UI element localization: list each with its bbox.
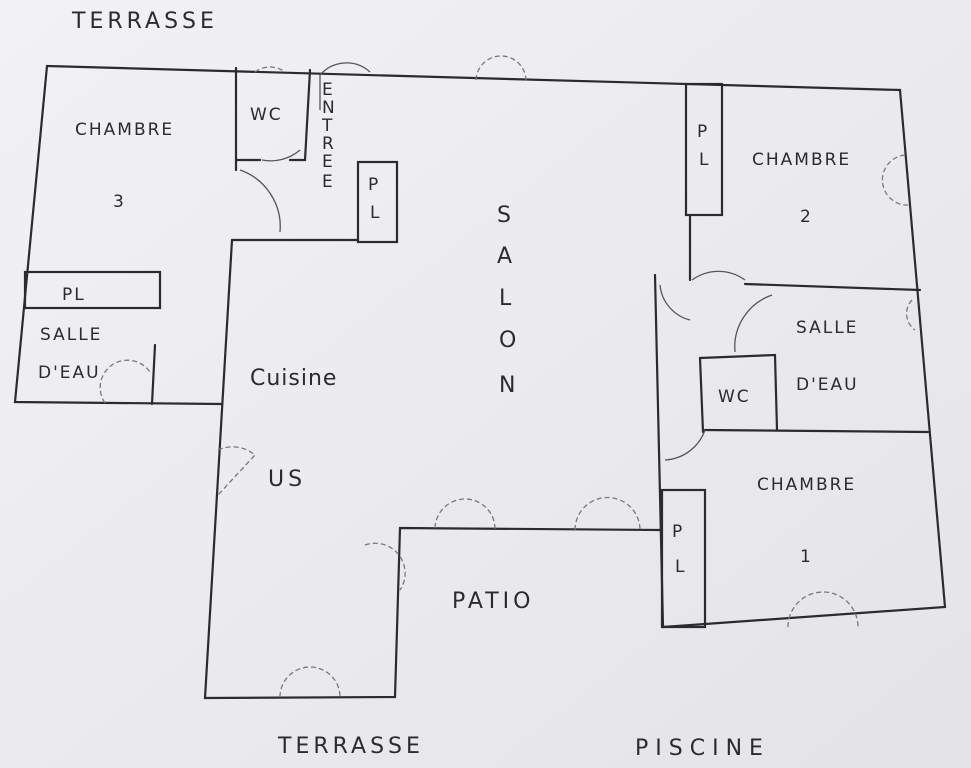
label-chambre-2-number: 2 — [800, 207, 813, 227]
label-salle-eau-right-2: D'EAU — [796, 375, 859, 395]
label-pl-chambre2-l: L — [699, 150, 710, 170]
label-piscine: PISCINE — [635, 736, 770, 761]
label-wc-top: WC — [250, 105, 283, 125]
label-pl-salle-eau: PL — [62, 285, 86, 305]
letter: R — [322, 134, 336, 154]
letter: T — [321, 116, 334, 136]
letter: N — [499, 373, 519, 398]
letter: E — [322, 152, 335, 172]
doors — [99, 55, 916, 698]
label-terrasse-top: TERRASSE — [71, 9, 218, 34]
label-pl-chambre1-l: L — [675, 557, 686, 577]
label-salle-eau-right-1: SALLE — [796, 318, 858, 338]
label-salon: S A L O N — [497, 203, 520, 398]
label-patio: PATIO — [452, 589, 534, 614]
labels: TERRASSE CHAMBRE 3 WC E N T R E E P L S … — [38, 9, 859, 761]
label-chambre-3: CHAMBRE — [75, 120, 174, 140]
letter: E — [322, 172, 335, 192]
letter: A — [497, 244, 516, 269]
label-salle-eau-left-2: D'EAU — [38, 363, 101, 383]
label-pl-chambre1-p: P — [672, 522, 684, 542]
letter: N — [322, 98, 337, 118]
label-chambre-1-number: 1 — [800, 547, 813, 567]
label-pl-entree-p: P — [368, 175, 380, 195]
letter: L — [499, 286, 515, 311]
label-cuisine: Cuisine — [250, 366, 337, 391]
label-chambre-1: CHAMBRE — [757, 475, 856, 495]
letter: S — [497, 203, 515, 228]
label-wc-right: WC — [718, 387, 751, 407]
label-chambre-2: CHAMBRE — [752, 150, 851, 170]
label-pl-entree-l: L — [370, 203, 381, 223]
label-entree: E N T R E E — [321, 80, 337, 192]
letter: E — [322, 80, 335, 100]
label-pl-chambre2-p: P — [697, 122, 709, 142]
label-chambre-3-number: 3 — [113, 192, 126, 212]
label-us: US — [268, 467, 306, 492]
walls — [13, 64, 947, 700]
label-salle-eau-left-1: SALLE — [40, 325, 102, 345]
label-terrasse-bottom: TERRASSE — [277, 734, 424, 759]
letter: O — [499, 328, 520, 353]
